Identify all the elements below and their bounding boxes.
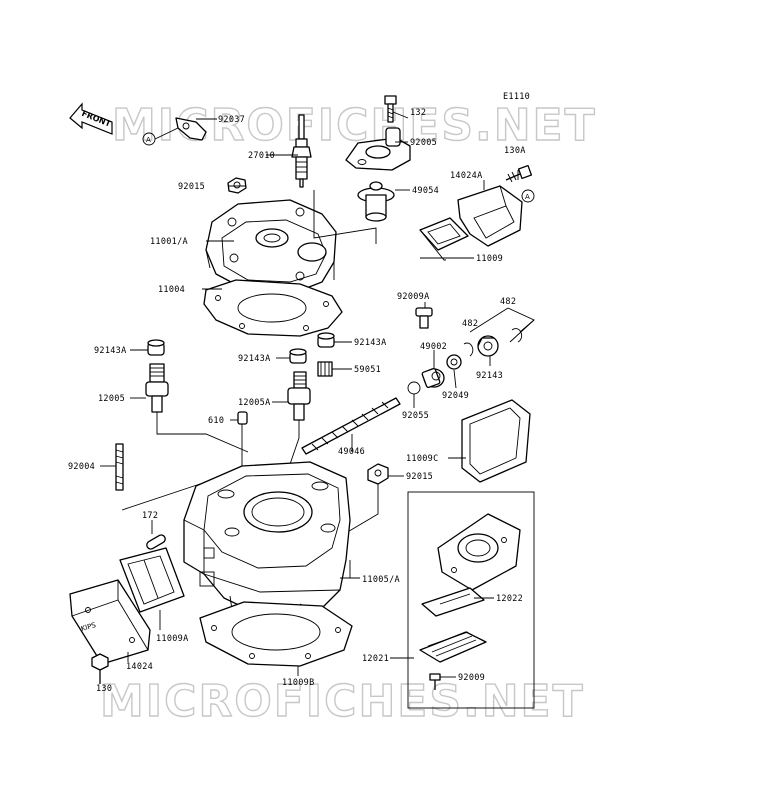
label-92143A-mid: 92143A bbox=[238, 354, 271, 364]
label-92037: 92037 bbox=[218, 115, 245, 125]
part-rod-49046 bbox=[301, 397, 401, 455]
diagram-id: E1110 bbox=[503, 92, 530, 102]
part-gasket-11004 bbox=[203, 279, 343, 337]
label-14024A: 14024A bbox=[450, 171, 483, 181]
label-11009C: 11009C bbox=[406, 454, 439, 464]
part-bushing-92143A-left bbox=[147, 339, 165, 356]
label-130A: 130A bbox=[504, 146, 526, 156]
label-11005A: 11005/A bbox=[362, 575, 400, 585]
part-dowel-610 bbox=[237, 411, 248, 425]
part-stud-92004 bbox=[115, 443, 124, 491]
label-92015-top: 92015 bbox=[178, 182, 205, 192]
part-gasket-11009A bbox=[119, 547, 185, 613]
label-92004: 92004 bbox=[68, 462, 95, 472]
label-92143A-right: 92143A bbox=[354, 338, 387, 348]
part-gasket-11009 bbox=[419, 217, 469, 251]
label-92009: 92009 bbox=[458, 673, 485, 683]
label-12005A: 12005A bbox=[238, 398, 271, 408]
label-92049: 92049 bbox=[442, 391, 469, 401]
label-11004: 11004 bbox=[158, 285, 185, 295]
part-bushing-92143 bbox=[477, 335, 499, 357]
part-pin-172 bbox=[146, 534, 166, 550]
label-482-top: 482 bbox=[500, 297, 516, 307]
label-610: 610 bbox=[208, 416, 224, 426]
label-92015-bottom: 92015 bbox=[406, 472, 433, 482]
label-11001A: 11001/A bbox=[150, 237, 188, 247]
label-27010: 27010 bbox=[248, 151, 275, 161]
watermark-bottom: MICROFICHES.NET bbox=[100, 676, 585, 727]
part-nut-92015-top bbox=[227, 177, 247, 194]
label-92005: 92005 bbox=[410, 138, 437, 148]
part-bolt-132 bbox=[384, 95, 397, 123]
part-cylinder-11005A bbox=[183, 461, 351, 617]
part-spark-plug-27010 bbox=[291, 114, 312, 188]
part-cover-14024: KIPS bbox=[69, 579, 151, 665]
part-gear-12005A bbox=[287, 371, 311, 421]
part-seal-92049 bbox=[446, 354, 462, 370]
label-132: 132 bbox=[410, 108, 426, 118]
label-11009: 11009 bbox=[476, 254, 503, 264]
part-cover-14024A bbox=[457, 185, 523, 247]
ref-marker-right-label: A bbox=[525, 193, 530, 201]
part-gasket-11009B bbox=[199, 601, 353, 667]
part-nut-92015-bottom bbox=[367, 463, 389, 485]
label-14024: 14024 bbox=[126, 662, 153, 672]
label-172: 172 bbox=[142, 511, 158, 521]
label-12022: 12022 bbox=[496, 594, 523, 604]
label-49002: 49002 bbox=[420, 342, 447, 352]
part-housing-92005 bbox=[345, 127, 411, 171]
label-11009B: 11009B bbox=[282, 678, 315, 688]
label-92009A: 92009A bbox=[397, 292, 430, 302]
front-arrow-icon: FRONT bbox=[69, 102, 113, 135]
label-92143: 92143 bbox=[476, 371, 503, 381]
part-reed-block-12021 bbox=[419, 631, 487, 663]
ref-marker-right bbox=[521, 189, 535, 203]
part-bushing-92143A-right bbox=[317, 332, 335, 348]
label-482-mid: 482 bbox=[462, 319, 478, 329]
reed-valve-box bbox=[407, 491, 535, 709]
part-bolt-130A bbox=[505, 164, 533, 183]
label-12005: 12005 bbox=[98, 394, 125, 404]
part-reed-12022 bbox=[421, 587, 485, 617]
part-thermostat-49054 bbox=[357, 181, 395, 222]
label-49054: 49054 bbox=[412, 186, 439, 196]
label-49046: 49046 bbox=[338, 447, 365, 457]
label-92143A-left: 92143A bbox=[94, 346, 127, 356]
ref-marker-left-label: A bbox=[146, 136, 151, 144]
part-bolt-130 bbox=[91, 653, 109, 684]
watermark-top: MICROFICHES.NET bbox=[112, 100, 597, 151]
label-12021: 12021 bbox=[362, 654, 389, 664]
part-gear-12005 bbox=[145, 363, 169, 413]
part-bushing-92143A-mid bbox=[289, 348, 307, 364]
part-cylinder-head-11001A bbox=[205, 199, 337, 293]
part-screw-92009A bbox=[415, 307, 433, 329]
label-92055: 92055 bbox=[402, 411, 429, 421]
label-130: 130 bbox=[96, 684, 112, 694]
part-reed-holder bbox=[437, 513, 521, 591]
part-gasket-11009C bbox=[461, 399, 531, 483]
part-circlip-482-left bbox=[463, 342, 474, 357]
label-11009A: 11009A bbox=[156, 634, 189, 644]
part-gear-59051 bbox=[317, 361, 333, 377]
part-collar-49002 bbox=[421, 368, 445, 388]
part-oring-92055 bbox=[407, 381, 421, 395]
label-59051: 59051 bbox=[354, 365, 381, 375]
